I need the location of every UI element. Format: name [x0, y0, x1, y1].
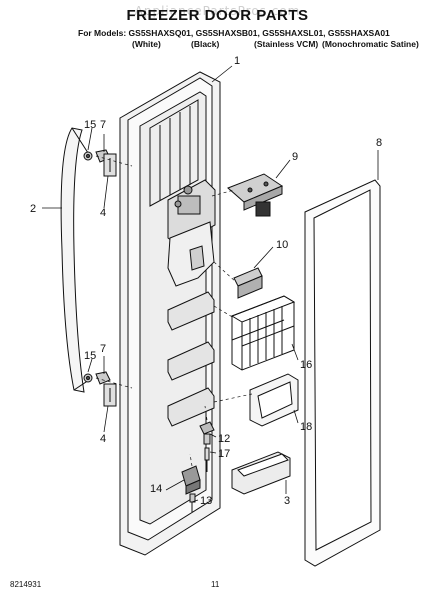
- callout-9: 9: [292, 151, 298, 163]
- callout-16: 16: [300, 359, 312, 371]
- basket-bin-part: [249, 373, 299, 427]
- callout-3: 3: [284, 495, 290, 507]
- color-black: (Black): [191, 39, 220, 49]
- model-list: For Models: GS5SHAXSQ01, GS5SHAXSB01, GS…: [78, 28, 419, 49]
- gasket-part: [304, 179, 381, 567]
- handle-mount-upper: [83, 149, 117, 177]
- callout-7-upper: 7: [100, 119, 106, 131]
- callout-15-lower: 15: [84, 350, 96, 362]
- door-panel-part: [119, 71, 221, 556]
- handle-mount-lower: [83, 371, 117, 407]
- page-number: 11: [211, 580, 220, 589]
- models-prefix: For Models:: [78, 28, 127, 38]
- color-stainless: (Stainless VCM): [254, 39, 319, 49]
- callout-2: 2: [30, 203, 36, 215]
- callout-15-upper: 15: [84, 119, 96, 131]
- alignment-lines: [95, 155, 253, 467]
- page-title: FREEZER DOOR PARTS: [126, 7, 309, 24]
- callout-7-lower: 7: [100, 343, 106, 355]
- callout-1: 1: [234, 55, 240, 67]
- models-numbers: GS5SHAXSQ01, GS5SHAXSB01, GS5SHAXSL01, G…: [128, 28, 390, 38]
- color-white: (White): [132, 39, 161, 49]
- callout-4-upper: 4: [100, 207, 106, 219]
- door-bin-part: [231, 451, 291, 495]
- document-number: 8214931: [10, 580, 42, 589]
- callout-14: 14: [150, 483, 162, 495]
- watermark: AppliancePartsPros.com: [134, 4, 301, 18]
- cover-plate-part: [227, 173, 284, 217]
- small-cover-part: [233, 267, 263, 299]
- color-monochromatic: (Monochromatic Satine): [322, 39, 419, 49]
- callout-labels: 1 2 3 4 4 7 7 8 9 10 12 13 14 15 15 16 1…: [30, 55, 382, 507]
- callout-13: 13: [200, 495, 212, 507]
- callout-10: 10: [276, 239, 288, 251]
- hinge-pin-parts: [199, 421, 215, 472]
- leader-lines: [42, 65, 379, 503]
- callout-4-lower: 4: [100, 433, 106, 445]
- hinge-bracket-parts: [181, 465, 201, 512]
- wire-basket-part: [230, 295, 296, 371]
- callout-17: 17: [218, 448, 230, 460]
- callout-18: 18: [300, 421, 312, 433]
- callout-8: 8: [376, 137, 382, 149]
- callout-12: 12: [218, 433, 230, 445]
